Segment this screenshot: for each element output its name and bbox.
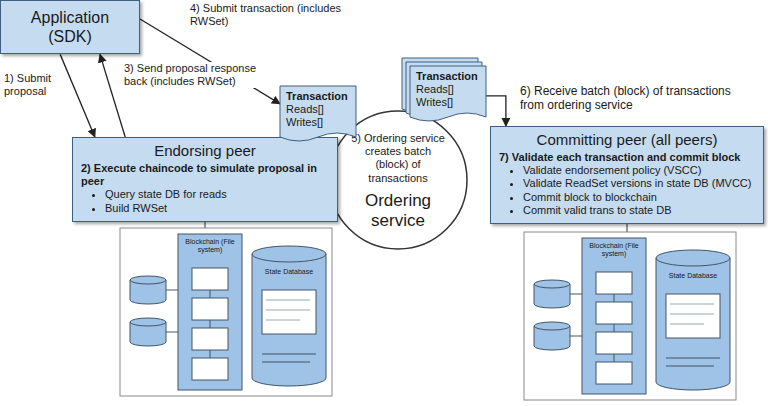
edge-label: 6) Receive batch (block) of transactions…	[520, 84, 752, 113]
edge-label: 4) Submit transaction (includes RWSet)	[190, 2, 345, 28]
flow-arrow	[486, 96, 506, 126]
node-text: Validate endorsement policy (VSCC)	[523, 164, 755, 177]
transaction-document: TransactionReads[]Writes[]	[280, 86, 356, 146]
node-text: Writes[]	[286, 116, 350, 129]
peer-storage-illustration	[120, 228, 332, 396]
node-text: Ordering service	[352, 191, 444, 232]
node-text: Commit block to blockchain	[523, 191, 755, 204]
process-box: Committing peer (all peers) 7) Validate e…	[490, 126, 764, 224]
illustration-label: Blockchain (File system)	[582, 242, 646, 258]
edge-label: 3) Send proposal response back (includes…	[124, 62, 274, 88]
transaction-document: TransactionReads[]Writes[]	[410, 66, 486, 126]
edge-label: 1) Submit proposal	[4, 72, 62, 98]
node-heading: 5) Ordering service creates batch (block…	[350, 132, 446, 185]
node-heading: Application (SDK)	[14, 8, 126, 46]
illustration-label: Blockchain (File system)	[178, 238, 242, 254]
node-heading: Endorsing peer	[81, 142, 329, 160]
peer-storage-illustration	[524, 232, 736, 400]
illustration-label: State Database	[656, 272, 730, 280]
node-heading: Committing peer (all peers)	[499, 131, 755, 149]
document-sheet	[280, 86, 356, 141]
illustration-label: State Database	[252, 268, 326, 276]
node-text: Build RWSet	[105, 202, 329, 215]
node-heading: Transaction	[416, 70, 480, 83]
node-text: Query state DB for reads	[105, 188, 329, 201]
process-box: Application (SDK)	[0, 0, 140, 54]
node-text: Reads[]	[286, 103, 350, 116]
node-text: Reads[]	[416, 83, 480, 96]
circle-outline	[329, 111, 467, 249]
node-text: 2) Execute chaincode to simulate proposa…	[81, 162, 329, 188]
node-text: Commit valid trans to state DB	[523, 204, 755, 217]
node-text: Validate ReadSet versions in state DB (M…	[523, 177, 755, 190]
process-box: Endorsing peer 2) Execute chaincode to si…	[72, 137, 338, 222]
flow-arrow	[100, 54, 125, 137]
node-heading: Transaction	[286, 90, 350, 103]
flow-arrow	[60, 54, 95, 137]
node-text: Writes[]	[416, 96, 480, 109]
node-text: 7) Validate each transaction and commit …	[499, 151, 755, 164]
document-sheet	[410, 66, 486, 121]
